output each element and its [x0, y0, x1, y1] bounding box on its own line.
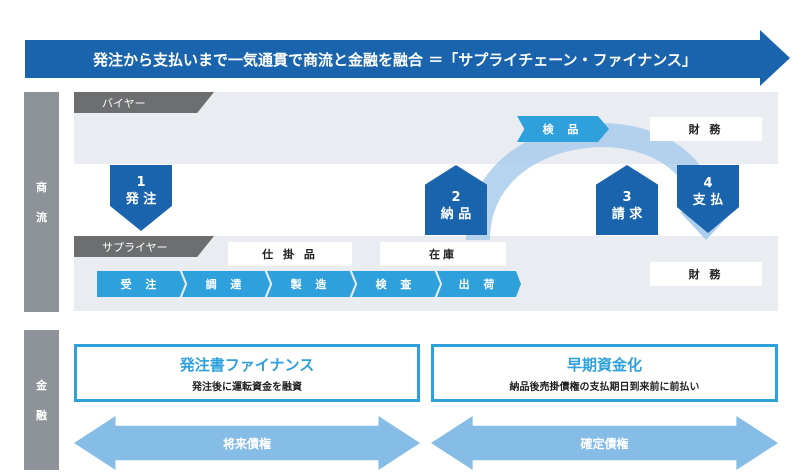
early-funding-box: 早期資金化納品後売掛債権の支払期日到来前に前払い	[431, 344, 778, 402]
wip-box: 仕 掛 品	[228, 242, 352, 266]
process-shipping: 出 荷	[437, 271, 521, 297]
inspection-chevron: 検 品	[517, 116, 609, 142]
title-banner: 発注から支払いまで一気通貫で商流と金融を融合 ＝「サプライチェーン・ファイナンス…	[25, 40, 765, 78]
supplier-tab: サプライヤー	[74, 236, 214, 257]
commerce-side-label: 商流	[24, 92, 59, 312]
inventory-box: 在庫	[380, 242, 506, 266]
buyer-finance-box: 財 務	[650, 117, 762, 141]
supplier-finance-box: 財 務	[650, 262, 762, 286]
process-manufacturing: 製 造	[267, 271, 355, 297]
title-arrowhead-icon	[760, 30, 790, 86]
buyer-tab: バイヤー	[74, 92, 214, 113]
title-text: 発注から支払いまで一気通貫で商流と金融を融合 ＝「サプライチェーン・ファイナンス…	[93, 50, 697, 69]
process-inspection: 検 査	[352, 271, 440, 297]
process-procurement: 調 達	[182, 271, 270, 297]
finance-side-label: 金融	[24, 330, 59, 470]
process-order-received: 受 注	[97, 271, 185, 297]
po-finance-box: 発注書ファイナンス発注後に運転資金を融資	[74, 344, 420, 402]
